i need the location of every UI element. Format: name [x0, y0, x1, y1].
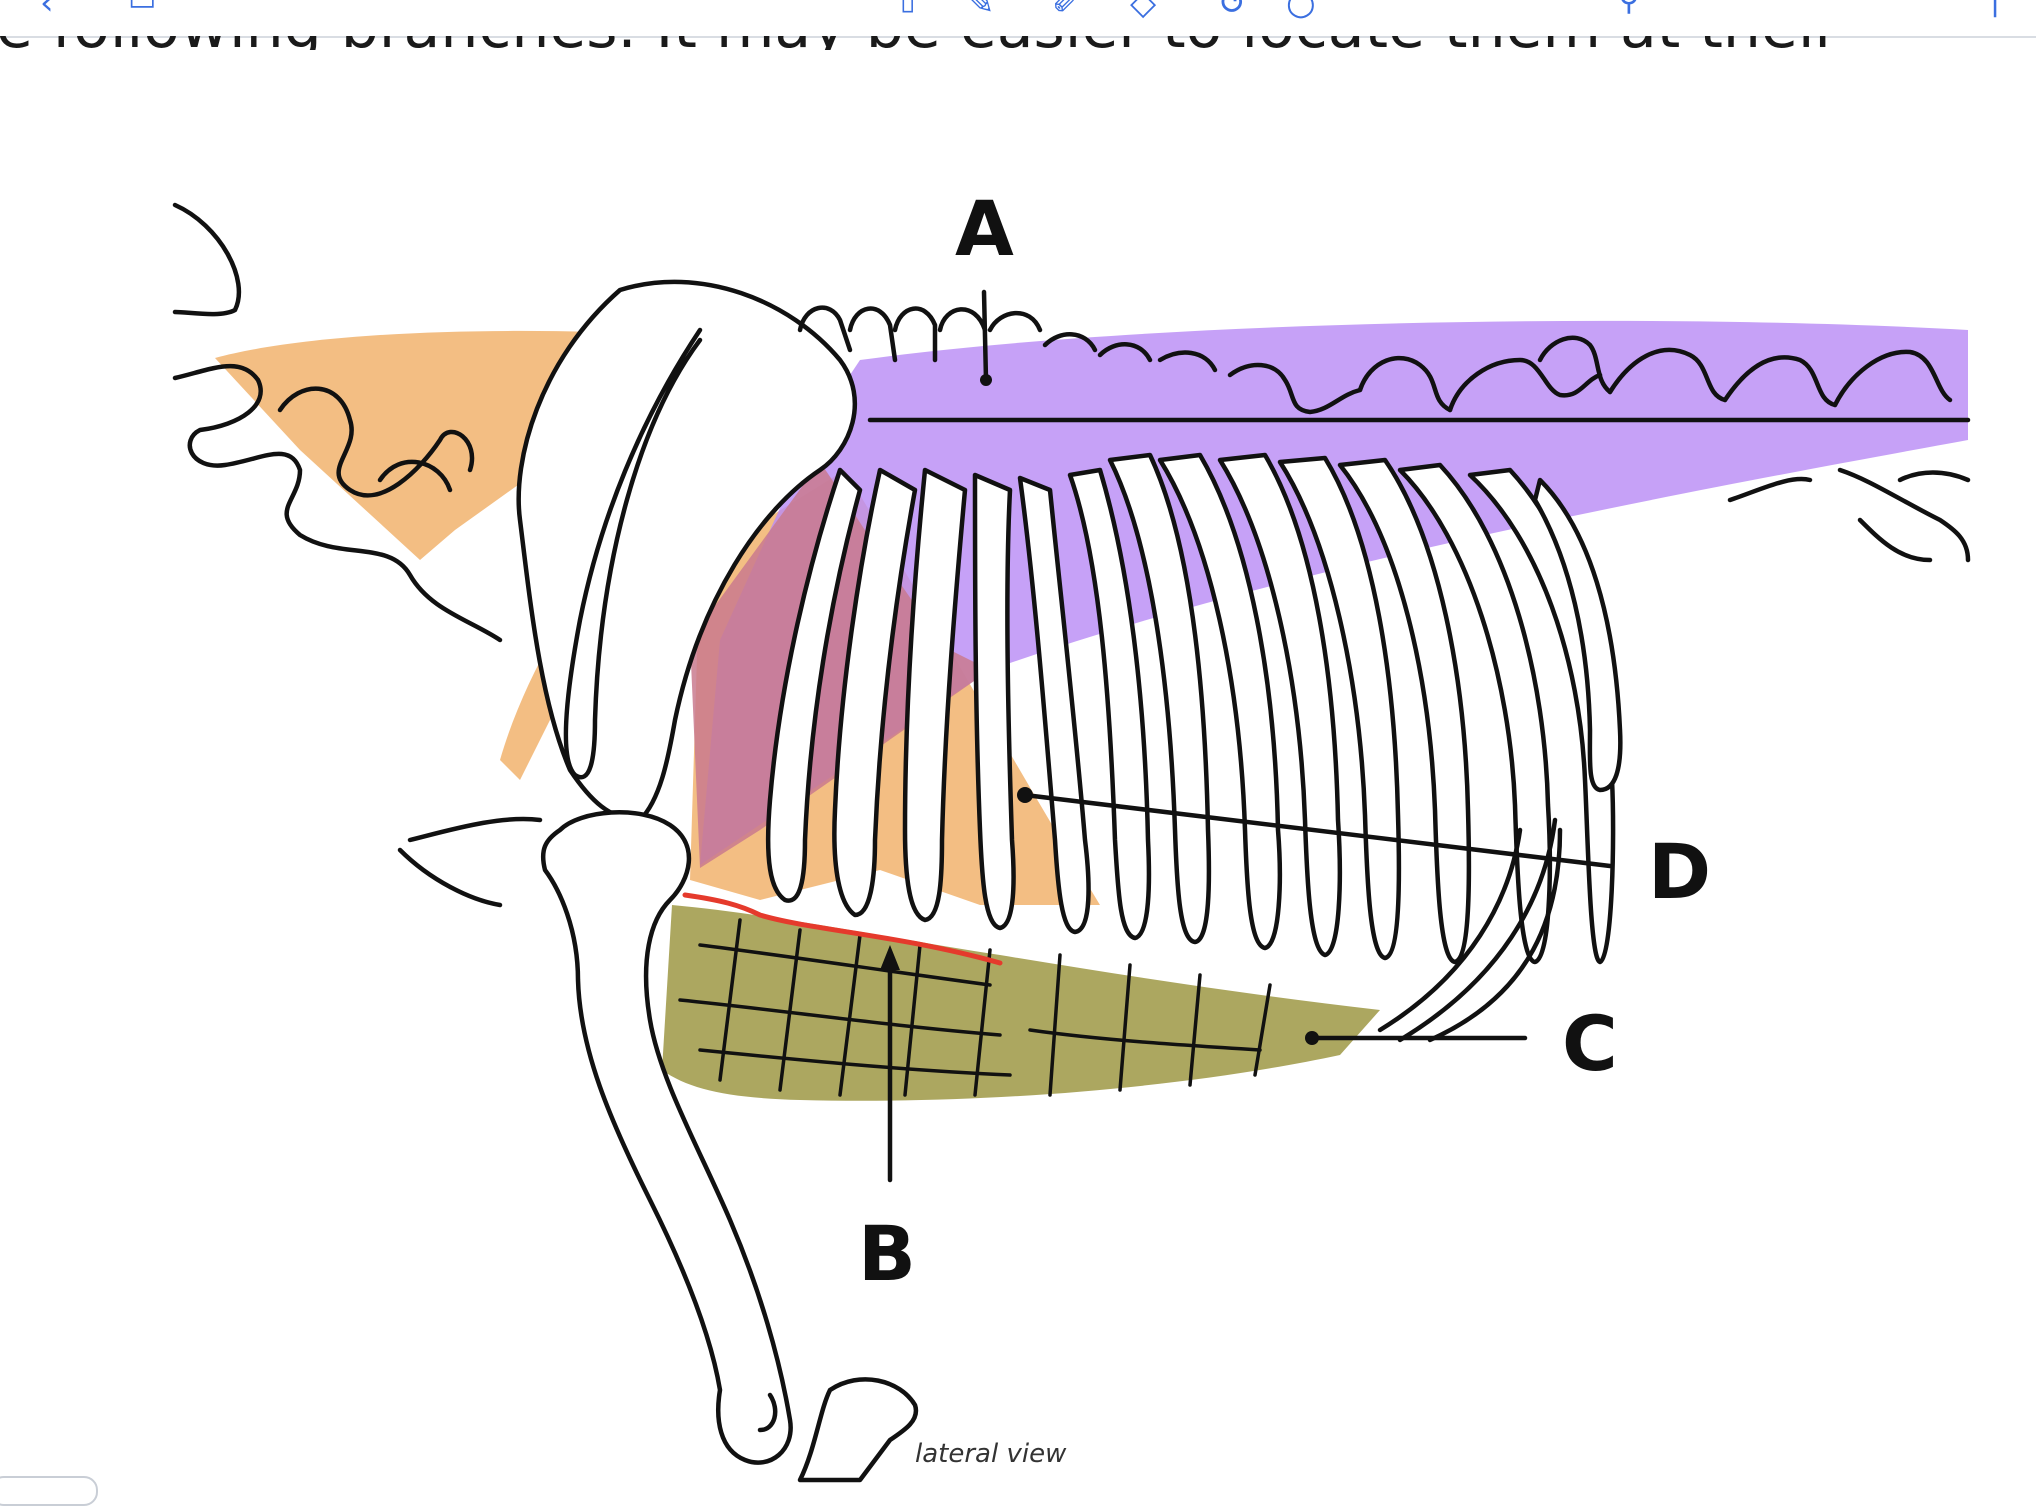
eraser-icon[interactable]: ✐	[1052, 0, 1081, 23]
microphone-icon[interactable]: ⚲	[1618, 0, 1640, 18]
forearm-bone	[797, 1377, 919, 1483]
pen-icon[interactable]: ▯	[900, 0, 915, 14]
leader-b-arrow	[880, 945, 900, 970]
shape-icon[interactable]: ↺	[1218, 0, 1247, 23]
leader-d-dot	[1017, 787, 1033, 803]
page-scroll-tab[interactable]	[0, 1476, 98, 1506]
leader-a-dot	[980, 374, 992, 386]
purple-region	[700, 320, 1968, 865]
label-d: D	[1648, 827, 1711, 916]
label-b: B	[858, 1209, 916, 1298]
label-c: C	[1562, 999, 1618, 1088]
label-leaders	[880, 289, 1613, 1183]
humerus	[540, 810, 793, 1465]
annotation-toolbar: ‹ ▭ ▯ ✎ ✐ ◇ ↺ ○ ⚲ |	[0, 0, 2036, 38]
clipped-document-text: e following branches. It may be easier t…	[0, 36, 2036, 50]
leader-c-dot	[1305, 1031, 1319, 1045]
lasso-icon[interactable]: ◇	[1130, 0, 1157, 23]
highlighter-icon[interactable]: ✎	[966, 0, 995, 23]
label-a: A	[955, 184, 1014, 273]
leader-d	[1022, 792, 1613, 869]
clipped-text-line: e following branches. It may be easier t…	[0, 36, 1839, 50]
cervical-vertebrae	[172, 202, 503, 643]
circle-tool-icon[interactable]: ○	[1286, 0, 1316, 23]
more-icon[interactable]: |	[1990, 0, 2001, 18]
thoracic-vertebrae	[797, 305, 1971, 563]
leader-a	[981, 289, 989, 383]
scapular-spine	[563, 327, 703, 780]
figure-caption: lateral view	[915, 1439, 1067, 1469]
page-icon[interactable]: ▭	[128, 0, 157, 18]
colored-regions	[215, 320, 1968, 1101]
olive-region	[662, 905, 1380, 1101]
scapula	[516, 279, 858, 823]
red-nerve-line	[682, 892, 1003, 966]
back-icon[interactable]: ‹	[40, 0, 54, 23]
mauve-overlap-region	[690, 462, 990, 868]
